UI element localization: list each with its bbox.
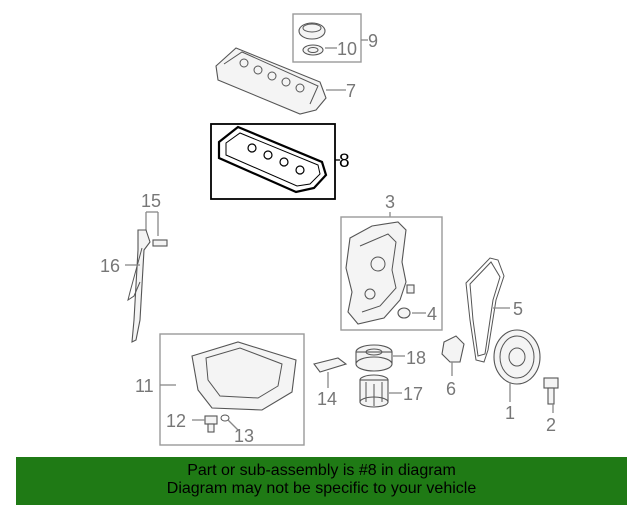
- label-6: 6: [446, 379, 456, 399]
- label-16: 16: [100, 256, 120, 276]
- parts-diagram: 10 9 7 8 15 16 3: [100, 13, 559, 446]
- dipstick-group: 15 16: [100, 191, 168, 343]
- label-3: 3: [385, 192, 395, 212]
- label-8: 8: [339, 151, 350, 172]
- oil-filter: 17: [359, 374, 423, 408]
- label-1: 1: [505, 403, 515, 423]
- info-banner: Part or sub-assembly is #8 in diagram Di…: [16, 457, 627, 505]
- crank-bolt: 2: [543, 377, 559, 435]
- label-2: 2: [546, 415, 556, 435]
- label-9: 9: [368, 31, 378, 51]
- crank-pulley: 1: [493, 329, 541, 423]
- banner-line-2: Diagram may not be specific to your vehi…: [166, 480, 477, 497]
- label-10: 10: [337, 39, 357, 59]
- valve-cover-gasket: 8: [210, 123, 350, 200]
- chain-tensioner: 6: [441, 335, 465, 399]
- valve-cover: 7: [215, 47, 356, 115]
- filter-housing: 18: [355, 344, 426, 372]
- timing-cover-group: 3 4: [340, 192, 443, 331]
- label-15: 15: [141, 191, 161, 211]
- label-11: 11: [135, 376, 154, 396]
- label-7: 7: [346, 81, 356, 101]
- label-13: 13: [234, 426, 254, 446]
- label-12: 12: [166, 411, 186, 431]
- label-17: 17: [403, 384, 423, 404]
- label-4: 4: [427, 304, 437, 324]
- label-5: 5: [513, 299, 523, 319]
- timing-chain: 5: [465, 257, 523, 363]
- label-18: 18: [406, 348, 426, 368]
- oil-filler-cap-group: 10 9: [292, 13, 378, 63]
- oil-baffle: 14: [313, 357, 348, 409]
- label-14: 14: [317, 389, 337, 409]
- oil-pan-group: 11 12 13: [135, 333, 305, 446]
- banner-line-1: Part or sub-assembly is #8 in diagram: [187, 462, 456, 479]
